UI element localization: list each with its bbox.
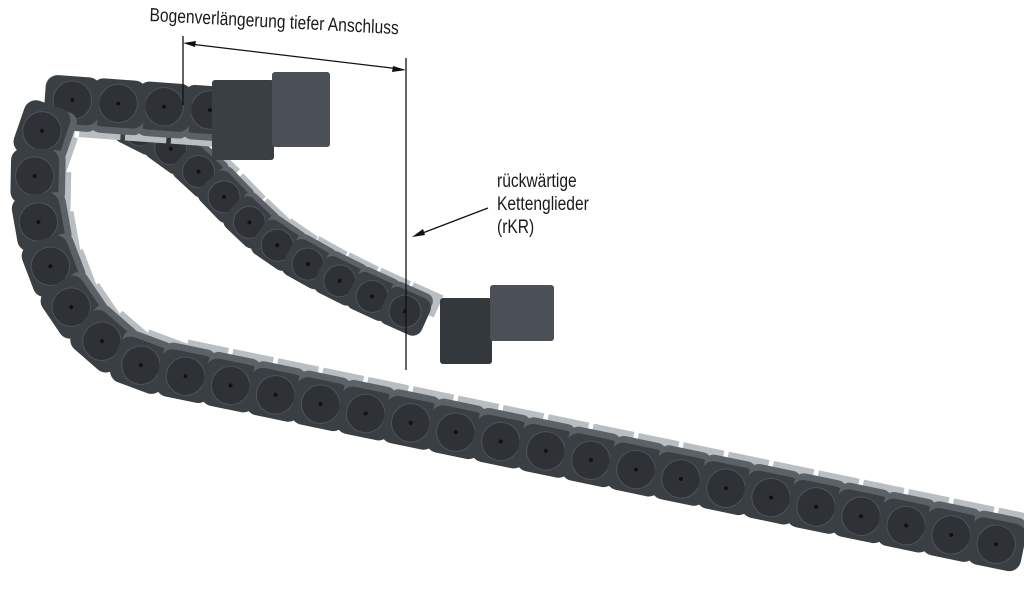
dimension-line <box>189 43 401 70</box>
chain-link <box>379 281 444 336</box>
pivot-pin <box>162 104 167 109</box>
rear-links-label-line1: rückwärtige <box>497 171 577 192</box>
pivot-pin <box>305 262 310 267</box>
pivot-pin <box>36 219 41 224</box>
pivot-pin <box>168 146 173 151</box>
upper-end-bracket-back <box>272 72 330 147</box>
pivot-pin <box>769 495 774 500</box>
pivot-pin <box>588 458 593 463</box>
mounting-brackets <box>212 72 554 364</box>
leader-arrowhead-icon <box>412 229 425 237</box>
chain-link <box>561 423 635 488</box>
pivot-pin <box>70 98 75 103</box>
pivot-pin <box>196 169 201 174</box>
pivot-pin <box>994 542 999 547</box>
chain-link <box>380 386 455 450</box>
pivot-pin <box>408 420 413 425</box>
arrowhead-right-icon <box>392 66 406 72</box>
lower-end-bracket-back <box>490 285 554 341</box>
dimension-lines <box>182 36 489 370</box>
chain-link <box>921 498 995 562</box>
leader-line <box>419 207 489 235</box>
pivot-pin <box>48 264 53 269</box>
pivot-pin <box>498 439 503 444</box>
pivot-pin <box>275 243 280 248</box>
chain-link <box>290 367 365 432</box>
lower-end-bracket-front <box>440 298 492 364</box>
pivot-pin <box>814 504 819 509</box>
pivot-pin <box>363 411 368 416</box>
pivot-pin <box>138 363 143 368</box>
pivot-pin <box>116 101 121 106</box>
chain-link <box>245 358 320 422</box>
pivot-pin <box>228 383 233 388</box>
chain-link <box>155 339 229 404</box>
pivot-pin <box>247 220 252 225</box>
chain-link <box>966 507 1024 572</box>
pivot-pin <box>453 430 458 435</box>
rear-links-label: rückwärtige Kettenglieder (rKR) <box>497 170 589 239</box>
chain-link <box>471 404 545 469</box>
chain-outer-run <box>10 75 1024 572</box>
pivot-pin <box>318 402 323 407</box>
upper-end-bracket-front <box>212 80 274 160</box>
chain-link <box>124 81 193 144</box>
chain-link <box>831 479 905 544</box>
pivot-pin <box>69 305 74 310</box>
pivot-pin <box>222 194 227 199</box>
chain-link <box>13 100 78 178</box>
chain-link <box>78 78 147 141</box>
rear-links-label-line2: Kettenglieder <box>497 194 589 215</box>
pivot-pin <box>370 294 375 299</box>
chain-link <box>110 329 189 394</box>
chain-link <box>200 348 274 413</box>
arrowhead-left-icon <box>183 41 196 47</box>
pivot-pin <box>724 486 729 491</box>
chain-link <box>426 395 500 460</box>
pivot-pin <box>633 467 638 472</box>
pivot-pin <box>32 174 37 179</box>
chain-link <box>335 376 410 441</box>
pivot-pin <box>859 514 864 519</box>
pivot-pin <box>208 108 212 112</box>
pivot-pin <box>904 523 909 528</box>
pivot-pin <box>273 392 278 397</box>
chain-link <box>516 414 590 478</box>
pivot-pin <box>39 128 44 133</box>
pivot-pin <box>183 374 188 379</box>
pivot-pin <box>678 476 683 481</box>
chain-link <box>651 442 725 506</box>
pivot-pin <box>543 448 548 453</box>
pivot-pin <box>337 278 342 283</box>
pivot-pin <box>99 339 104 344</box>
pivot-pin <box>949 532 954 537</box>
rear-links-label-line3: (rKR) <box>497 217 535 238</box>
